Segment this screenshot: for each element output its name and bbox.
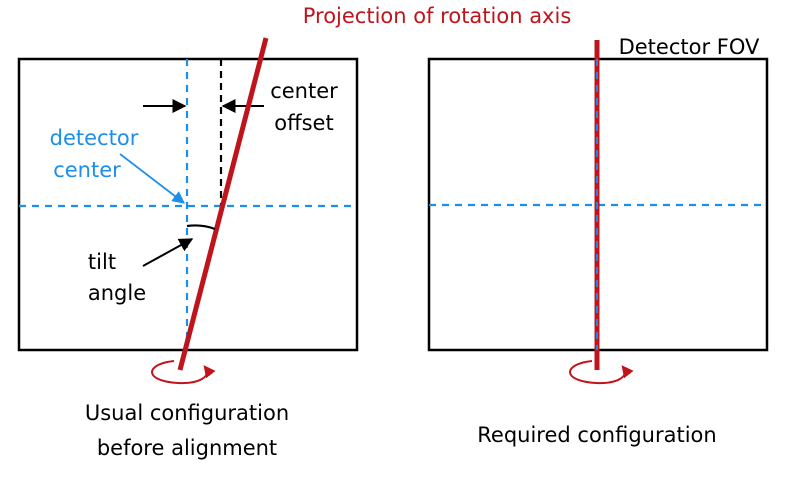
right-panel: Detector FOV Required configuration bbox=[427, 35, 769, 447]
tilt-angle-label-line1: tilt bbox=[88, 250, 116, 274]
tilt-angle-arc bbox=[186, 224, 216, 231]
title-projection-of-rotation-axis: Projection of rotation axis bbox=[303, 4, 572, 28]
right-rotation-direction-icon bbox=[569, 360, 634, 385]
center-offset-label-line1: center bbox=[270, 79, 338, 103]
center-offset-label-line2: offset bbox=[274, 111, 333, 135]
left-panel: center offset detector center tilt angle… bbox=[17, 37, 359, 460]
left-caption-line1: Usual configuration bbox=[85, 401, 289, 425]
tilt-angle-label-line2: angle bbox=[88, 281, 146, 305]
right-caption: Required configuration bbox=[477, 423, 716, 447]
tilted-rotation-axis-line bbox=[177, 37, 269, 371]
detector-fov-label: Detector FOV bbox=[619, 35, 760, 59]
detector-center-label-line2: center bbox=[53, 158, 121, 182]
tilt-angle-pointer-arrow bbox=[142, 238, 194, 267]
detector-center-label-line1: detector bbox=[50, 126, 139, 150]
left-rotation-direction-icon bbox=[151, 360, 216, 385]
left-caption-line2: before alignment bbox=[97, 436, 277, 460]
detector-center-pointer-arrow bbox=[119, 153, 186, 204]
